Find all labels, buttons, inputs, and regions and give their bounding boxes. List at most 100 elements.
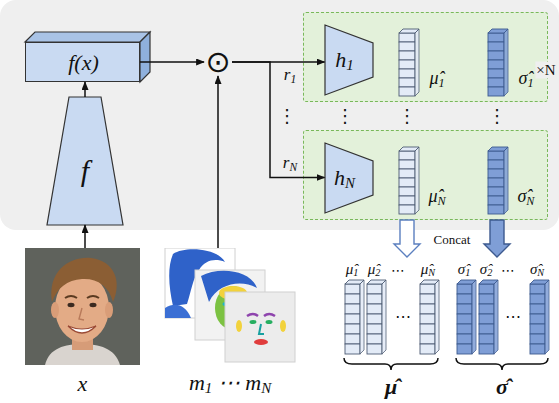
ellipse-shape: [266, 320, 273, 324]
vector-cell: [488, 42, 504, 51]
text-part: ⋮: [398, 105, 416, 126]
vector-cell: [367, 324, 382, 334]
box-top-face: [25, 32, 150, 42]
text-part: ⋯: [391, 262, 405, 278]
vector-cell: [457, 324, 472, 334]
g-shape: [420, 280, 439, 354]
polygon-shape: [325, 25, 373, 95]
vector-label: ⋯: [391, 263, 405, 277]
vector-cell: [345, 334, 360, 344]
mean-vector-group: μ̂1μ̂2⋯μ̂Nμ̂: [338, 258, 444, 398]
vector-cell: [530, 294, 545, 304]
vector-label: μ̂1: [429, 69, 444, 89]
text-part: h: [335, 46, 346, 71]
node-label: h1: [335, 48, 353, 73]
text-part: N: [526, 194, 534, 208]
text-part: N: [345, 175, 355, 191]
text-part: 1: [527, 76, 533, 90]
vector-cell: [488, 33, 504, 42]
g-shape: [488, 29, 508, 96]
text-part: σ̂: [496, 374, 508, 399]
vector-cell: [479, 334, 494, 344]
text-part: N: [261, 380, 271, 396]
vector-cell: [399, 205, 415, 214]
text-part: 1: [465, 267, 470, 278]
vector-cell: [420, 324, 435, 334]
text-part: 1: [290, 73, 296, 86]
vector-cell: [367, 294, 382, 304]
g-shape: [345, 280, 364, 354]
multiply-operator: ⊙: [204, 48, 232, 76]
ellipse-shape: [254, 339, 268, 345]
vector-side: [494, 280, 498, 354]
mask-images: m1 ⋯ mN: [163, 248, 297, 396]
vector-cell: [399, 151, 415, 160]
vector-side: [504, 29, 508, 96]
ellipse-shape: [250, 320, 257, 324]
g-shape: [399, 29, 419, 96]
path-shape: [259, 324, 264, 334]
vector-cell: [420, 304, 435, 314]
vector-cell: [399, 42, 415, 51]
vector-cell: [488, 160, 504, 169]
backbone-panel: [0, 0, 559, 230]
ellipse-shape: [280, 320, 286, 332]
flow-arrow: [217, 76, 219, 248]
node-label: f: [81, 156, 89, 186]
text-part: N: [437, 194, 445, 208]
vertical-ellipsis: ⋮: [488, 107, 506, 125]
std-vector-group: σ̂1σ̂2⋯σ̂Nσ̂: [450, 258, 554, 398]
g-shape: [488, 147, 508, 214]
vector-cell: [530, 344, 545, 354]
vector-cell: [530, 324, 545, 334]
vector-label: μ̂: [385, 376, 397, 398]
edge-label: r1: [284, 66, 296, 85]
vector-cell: [345, 304, 360, 314]
text-part: σ̂: [518, 68, 527, 88]
vector-cell: [488, 87, 504, 96]
vector-side: [504, 147, 508, 214]
text-part: μ̂: [346, 261, 354, 277]
rect-shape: [25, 248, 140, 365]
vector-label: σ̂2: [480, 262, 493, 279]
vector-cell: [399, 187, 415, 196]
vector-cell: [345, 344, 360, 354]
vector-cell: [399, 196, 415, 205]
vector-label: σ̂: [496, 376, 508, 398]
vector-cell: [399, 60, 415, 69]
text-part: ⋯: [501, 262, 515, 278]
vector-cell: [488, 60, 504, 69]
region-head-panel: μ̂Nσ̂NhN: [303, 130, 548, 220]
horizontal-ellipsis: ⋯: [395, 309, 411, 325]
encoder-trapezoid: f: [47, 97, 123, 225]
vector-cell: [367, 304, 382, 314]
vector-side: [545, 280, 549, 354]
text-part: σ̂: [458, 261, 465, 277]
vector-cell: [367, 334, 382, 344]
vector-side: [415, 29, 419, 96]
text-part: σ̂: [480, 261, 487, 277]
vertical-ellipsis: ⋮: [278, 107, 296, 125]
polygon-shape: [325, 143, 373, 213]
vector-cell: [488, 205, 504, 214]
vector-cell: [345, 294, 360, 304]
text-part: μ̂: [428, 186, 437, 206]
node-label: hN: [334, 166, 355, 191]
path-shape: [65, 296, 77, 298]
text-part: ⋯: [505, 307, 521, 326]
edge-label: rN: [283, 154, 297, 173]
text-part: μ̂: [429, 68, 438, 88]
vector-cell: [399, 78, 415, 87]
box-side-face: [140, 32, 150, 82]
operation-label: Concat: [434, 233, 471, 246]
image-caption: m1 ⋯ mN: [189, 372, 271, 397]
g-shape: [530, 280, 549, 354]
vector-cell: [488, 51, 504, 60]
flow-arrow: [84, 225, 86, 248]
vector-cell: [479, 294, 494, 304]
vector-cell: [345, 324, 360, 334]
vector-cell: [479, 304, 494, 314]
path-shape: [68, 326, 96, 333]
vector-cell: [457, 304, 472, 314]
text-part: N: [537, 267, 544, 278]
